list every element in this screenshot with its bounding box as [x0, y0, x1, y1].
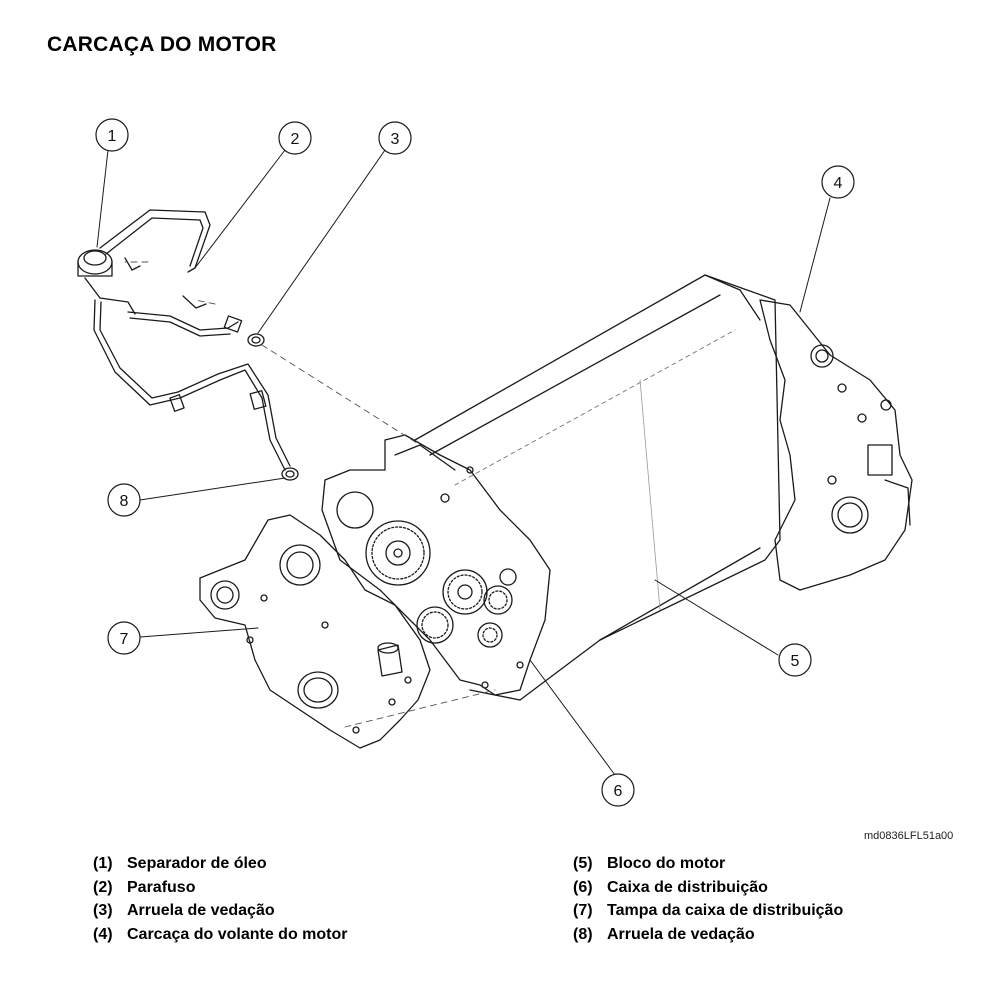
legend-number: (8)	[573, 925, 593, 943]
legend-text: Caixa de distribuição	[607, 878, 768, 896]
callout-3	[378, 121, 412, 155]
callout-4	[821, 165, 855, 199]
callout-label-4: 4	[834, 175, 843, 192]
leader-6	[529, 659, 616, 776]
callout-label-6: 6	[614, 783, 623, 800]
legend-text: Parafuso	[127, 878, 196, 896]
callout-label-3: 3	[391, 131, 400, 148]
legend-text: Bloco do motor	[607, 855, 726, 872]
legend-text: Separador de óleo	[127, 855, 267, 872]
legend-text: Carcaça do volante do motor	[127, 925, 348, 943]
legend-item: (6) Caixa de distribuição	[573, 876, 843, 900]
timing-case	[321, 434, 551, 696]
legend-left-column: (1) Separador de óleo (2) Parafuso (3) Arru…	[93, 852, 348, 946]
sealing-washer-3	[247, 333, 265, 347]
callout-label-2: 2	[291, 131, 300, 148]
engine-block	[414, 274, 781, 701]
legend-text: Tampa da caixa de distribuição	[607, 902, 844, 919]
engine-exploded-diagram: 1 2 3 4 5 6 7 8	[77, 118, 913, 807]
legend-item: (7) Tampa da caixa de distribuição	[573, 899, 843, 923]
callout-2	[278, 121, 312, 155]
legend-item: (4) Carcaça do volante do motor	[93, 923, 348, 947]
legend-item: (8) Arruela de vedação	[573, 923, 843, 947]
legend-text: Arruela de vedação	[607, 925, 755, 943]
callout-label-7: 7	[120, 631, 129, 648]
callout-5	[778, 643, 812, 677]
legend-number: (7)	[573, 902, 593, 919]
leader-4	[799, 197, 831, 313]
legend-item: (1) Separador de óleo	[93, 852, 348, 876]
page-title: CARCAÇA DO MOTOR	[47, 33, 277, 56]
leader-5	[654, 579, 779, 656]
legend-number: (2)	[93, 878, 113, 896]
flywheel-housing	[759, 299, 913, 591]
sealing-washer-8	[281, 467, 299, 481]
legend-number: (4)	[93, 925, 113, 943]
callout-label-8: 8	[120, 493, 129, 510]
leader-2	[194, 149, 286, 269]
callout-label-1: 1	[108, 128, 117, 145]
callout-7	[107, 621, 141, 655]
figure-code: md0836LFL51a00	[864, 830, 954, 842]
callout-8	[107, 483, 141, 517]
callout-6	[601, 773, 635, 807]
legend-item: (2) Parafuso	[93, 876, 348, 900]
legend-text: Arruela de vedação	[127, 902, 275, 919]
leader-3	[257, 149, 386, 334]
callout-1	[95, 118, 129, 152]
legend-right-column: (5) Bloco do motor (6) Caixa de distribuiç…	[573, 852, 843, 946]
legend-number: (6)	[573, 878, 593, 896]
leader-1	[96, 149, 109, 248]
callout-label-5: 5	[791, 653, 800, 670]
legend-item: (3) Arruela de vedação	[93, 899, 348, 923]
leader-8	[139, 477, 286, 501]
legend-number: (1)	[93, 855, 113, 872]
oil-separator	[77, 209, 291, 471]
legend-item: (5) Bloco do motor	[573, 852, 843, 876]
leader-7	[139, 627, 259, 638]
legend-number: (5)	[573, 855, 593, 872]
legend-number: (3)	[93, 902, 113, 919]
timing-case-cover	[199, 514, 431, 749]
